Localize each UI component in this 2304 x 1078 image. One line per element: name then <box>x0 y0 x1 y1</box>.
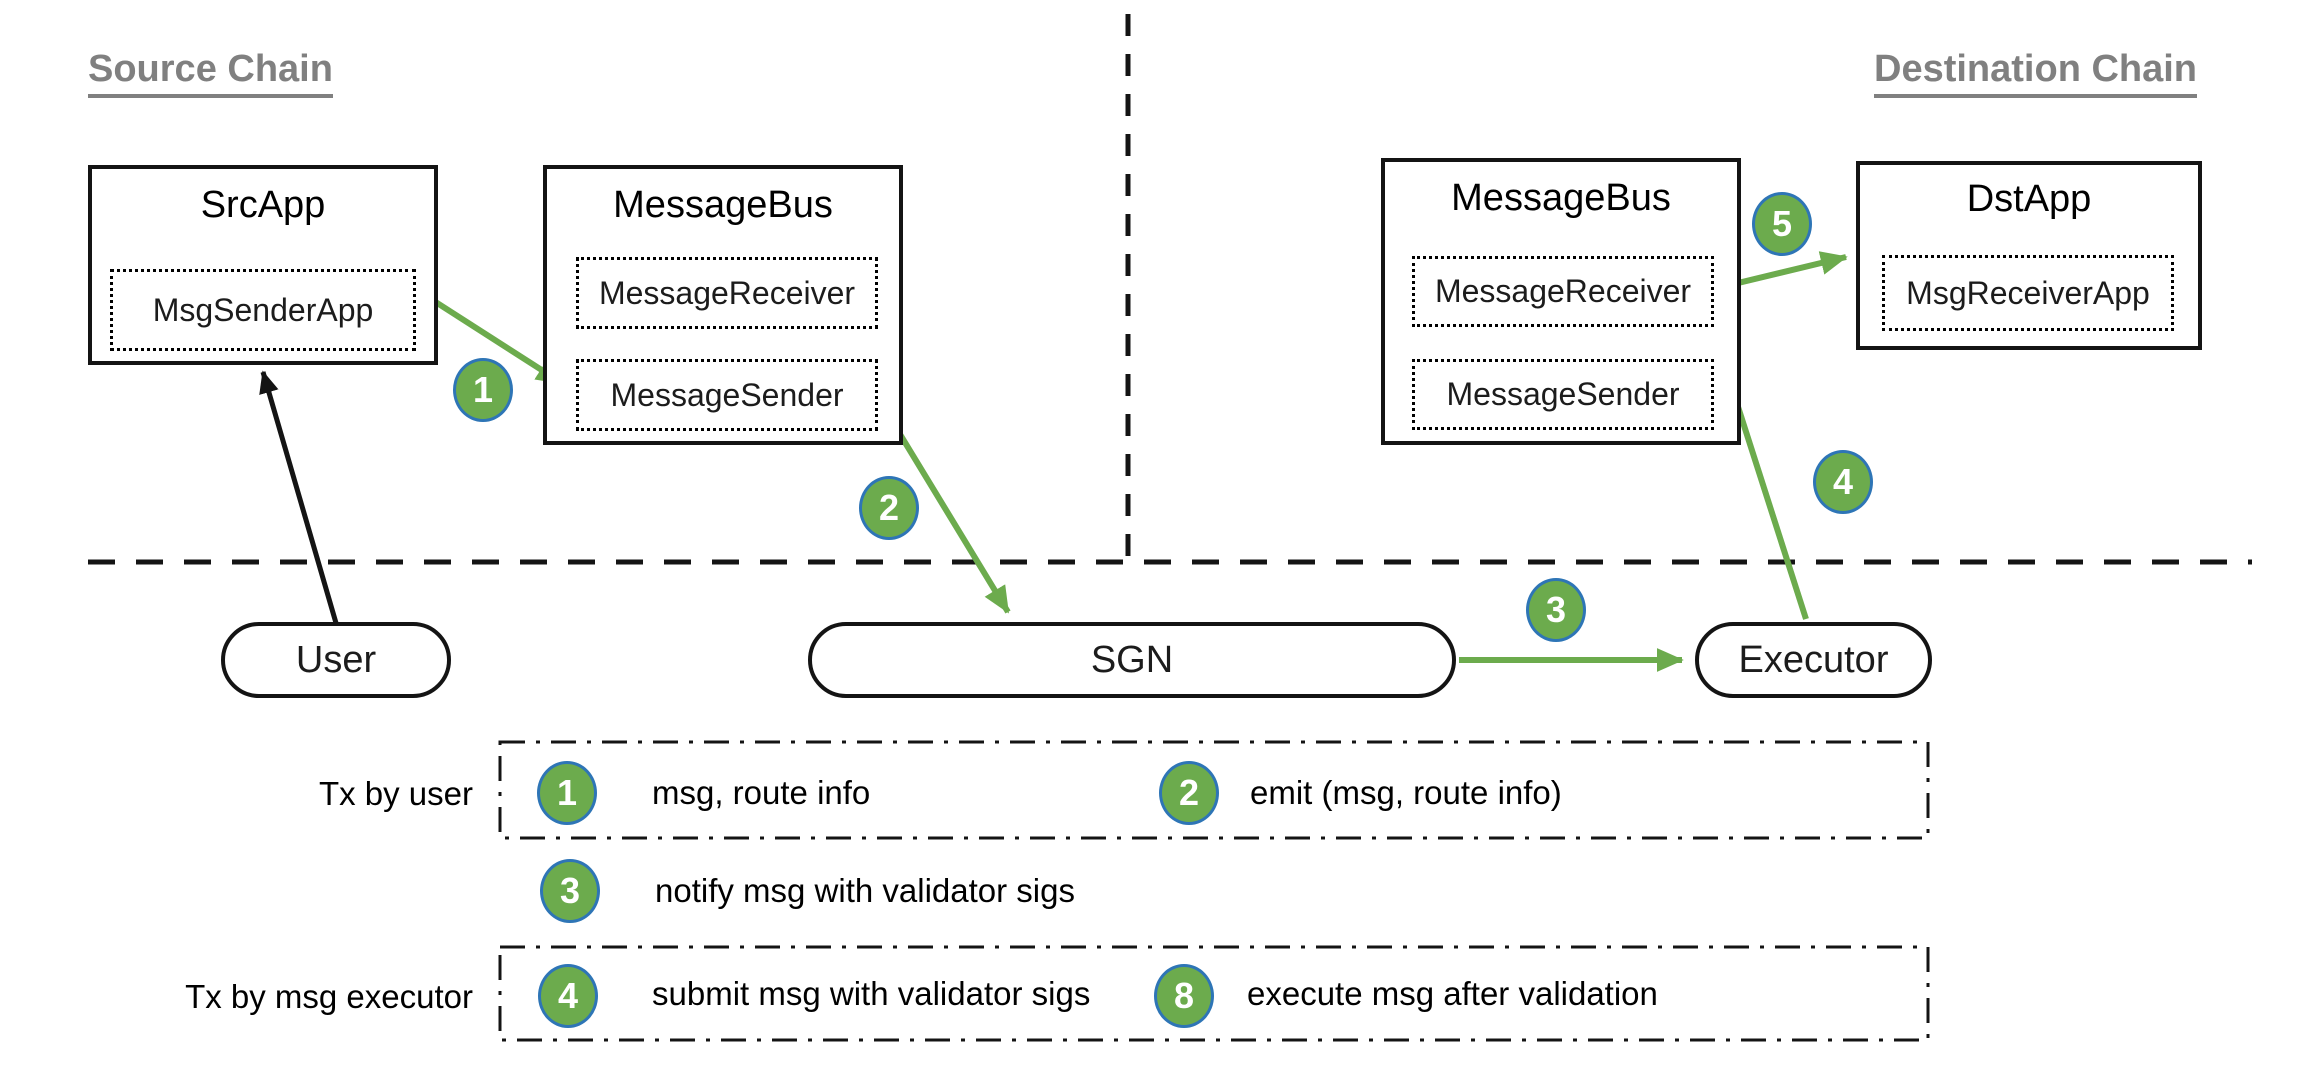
legend-badge-4: 4 <box>538 964 598 1028</box>
legend-row-tx-by-executor-label: Tx by msg executor <box>185 978 473 1015</box>
step-badge-1: 1 <box>453 358 513 422</box>
legend-row-tx-by-user-label: Tx by user <box>318 775 473 812</box>
messagebus-source-node: MessageBus MessageReceiver MessageSender <box>543 165 903 445</box>
messagebus-source-title: MessageBus <box>613 184 833 226</box>
legend-badge-1: 1 <box>537 761 597 825</box>
step-badge-4: 4 <box>1813 450 1873 514</box>
dstapp-title: DstApp <box>1966 178 2092 220</box>
message-sender-dest-subnode: MessageSender <box>1412 359 1714 430</box>
legend-badge-3: 3 <box>540 859 600 923</box>
arrow-step-1 <box>418 289 564 386</box>
executor-pill: Executor <box>1695 622 1932 698</box>
user-pill: User <box>221 622 451 698</box>
legend-item-1-text: msg, route info <box>652 774 871 811</box>
dstapp-node: DstApp MsgReceiverApp <box>1856 161 2202 350</box>
legend-item-4-text: submit msg with validator sigs <box>652 975 1091 1012</box>
step-badge-3: 3 <box>1526 578 1586 642</box>
legend-item-2-text: emit (msg, route info) <box>1250 774 1562 811</box>
sgn-pill: SGN <box>808 622 1456 698</box>
legend-box-tx-by-user <box>498 740 1930 840</box>
message-receiver-dest-subnode: MessageReceiver <box>1412 256 1714 327</box>
legend-item-3-text: notify msg with validator sigs <box>655 872 1075 909</box>
destination-chain-label: Destination Chain <box>1874 48 2198 98</box>
source-chain-label: Source Chain <box>88 48 333 98</box>
msgsenderapp-subnode: MsgSenderApp <box>110 269 416 351</box>
legend-box-tx-by-executor <box>498 945 1930 1042</box>
message-sender-source-subnode: MessageSender <box>576 359 878 431</box>
msgreceiverapp-subnode: MsgReceiverApp <box>1882 255 2174 331</box>
step-badge-2: 2 <box>859 476 919 540</box>
srcapp-title: SrcApp <box>200 184 326 226</box>
messagebus-dest-node: MessageBus MessageReceiver MessageSender <box>1381 158 1741 445</box>
legend-item-8-text: execute msg after validation <box>1247 975 1658 1012</box>
legend-badge-8: 8 <box>1154 964 1214 1028</box>
legend-badge-2: 2 <box>1159 761 1219 825</box>
srcapp-node: SrcApp MsgSenderApp <box>88 165 438 365</box>
messagebus-dest-title: MessageBus <box>1451 177 1671 219</box>
message-receiver-source-subnode: MessageReceiver <box>576 257 878 329</box>
user-to-srcapp-arrow <box>259 370 339 624</box>
step-badge-5: 5 <box>1752 192 1812 256</box>
